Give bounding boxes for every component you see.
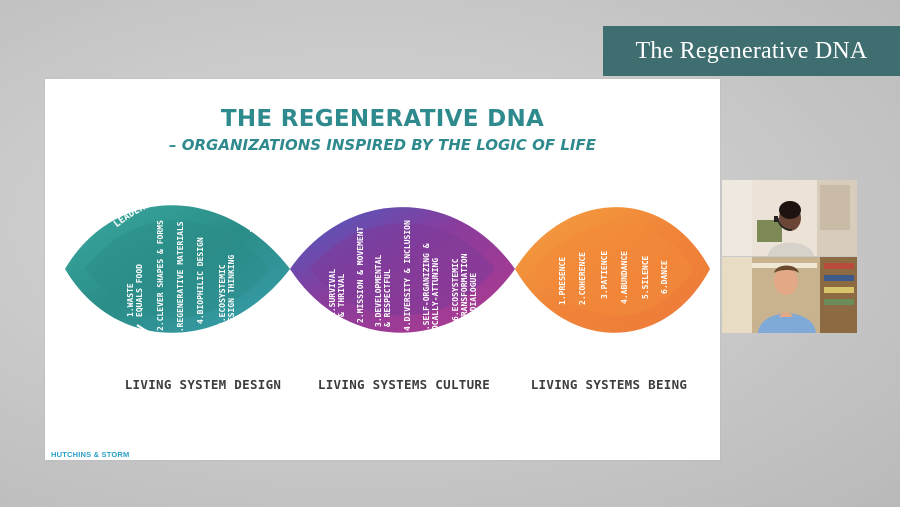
participant-video-2[interactable]	[722, 257, 857, 333]
design-item-1: 1.WASTE EQUALS FOOD	[126, 264, 144, 317]
being-item-2: 2.COHERENCE	[578, 252, 587, 305]
design-item-4: 4.BIOPHILIC DESIGN	[196, 237, 205, 324]
arrow-bottom-teal	[136, 318, 258, 345]
culture-item-5: 5.SELF-ORGANIZING & LOCALLY-ATTUNING	[422, 239, 440, 335]
culture-item-1: 1.SURVIVAL & THRIVAL	[328, 264, 346, 317]
being-item-6: 6.DANCE	[660, 260, 669, 294]
culture-item-3: 3.DEVELOPMENTAL & RESPECTFUL	[374, 250, 392, 327]
participant-1-image	[722, 180, 857, 256]
arrow-bottom-orange	[549, 328, 686, 349]
section-culture-lens: 1.SURVIVAL & THRIVAL 2.MISSION & MOVEMEN…	[290, 191, 515, 351]
arrow-top-purple	[329, 191, 466, 215]
section-label-culture: LIVING SYSTEMS CULTURE	[317, 377, 491, 392]
section-being-lens: 1.PRESENCE 2.COHERENCE 3.PATIENCE 4.ABUN…	[515, 192, 710, 349]
arrowhead-teal-bottom	[253, 315, 262, 324]
design-item-3: 3.REGENERATIVE MATERIALS	[176, 221, 185, 337]
culture-item-6: 6.ECOSYSTEMIC TRANSFORMATION & DIALOGUE	[451, 249, 478, 321]
video-title-banner: The Regenerative DNA	[603, 26, 900, 76]
design-item-2: 2.CLEVER SHAPES & FORMS	[156, 220, 165, 331]
participant-2-image	[722, 257, 857, 333]
dna-diagram: LEADERSHIP DYNAMICS LIFE DYNAMICS 1.WAST…	[65, 190, 710, 352]
arrowhead-orange-bottom	[681, 326, 691, 337]
being-item-4: 4.ABUNDANCE	[620, 251, 629, 304]
arrowhead-orange-top	[680, 206, 691, 215]
section-label-being: LIVING SYSTEMS BEING	[530, 377, 688, 392]
design-item-5: 5.ECOSYSTEMIC DESIGN THINKING	[218, 255, 236, 327]
hutchins-storm-logo: HUTCHINS & STORM	[51, 450, 130, 459]
being-item-3: 3.PATIENCE	[600, 251, 609, 299]
video-title: The Regenerative DNA	[635, 37, 868, 64]
arrowhead-purple-top	[460, 204, 471, 213]
slide-subtitle: – ORGANIZATIONS INSPIRED BY THE LOGIC OF…	[169, 136, 596, 154]
arrow-top-teal	[106, 196, 256, 230]
arrowhead-purple-bottom	[466, 330, 476, 340]
participant-video-1[interactable]	[722, 180, 857, 256]
being-item-5: 5.SILENCE	[641, 255, 650, 299]
being-item-1: 1.PRESENCE	[558, 257, 567, 305]
culture-item-4: 4.DIVERSITY & INCLUSION	[403, 220, 412, 331]
culture-item-2: 2.MISSION & MOVEMENT	[356, 226, 365, 323]
slide-title: THE REGENERATIVE DNA	[220, 106, 545, 132]
arrowhead-teal-top	[250, 224, 260, 232]
presentation-slide: THE REGENERATIVE DNA – ORGANIZATIONS INS…	[45, 79, 720, 460]
section-design-lens: LEADERSHIP DYNAMICS LIFE DYNAMICS 1.WAST…	[65, 190, 290, 352]
section-label-design: LIVING SYSTEM DESIGN	[124, 377, 282, 392]
arrow-top-orange	[544, 192, 686, 215]
arrow-bottom-purple	[339, 331, 471, 351]
